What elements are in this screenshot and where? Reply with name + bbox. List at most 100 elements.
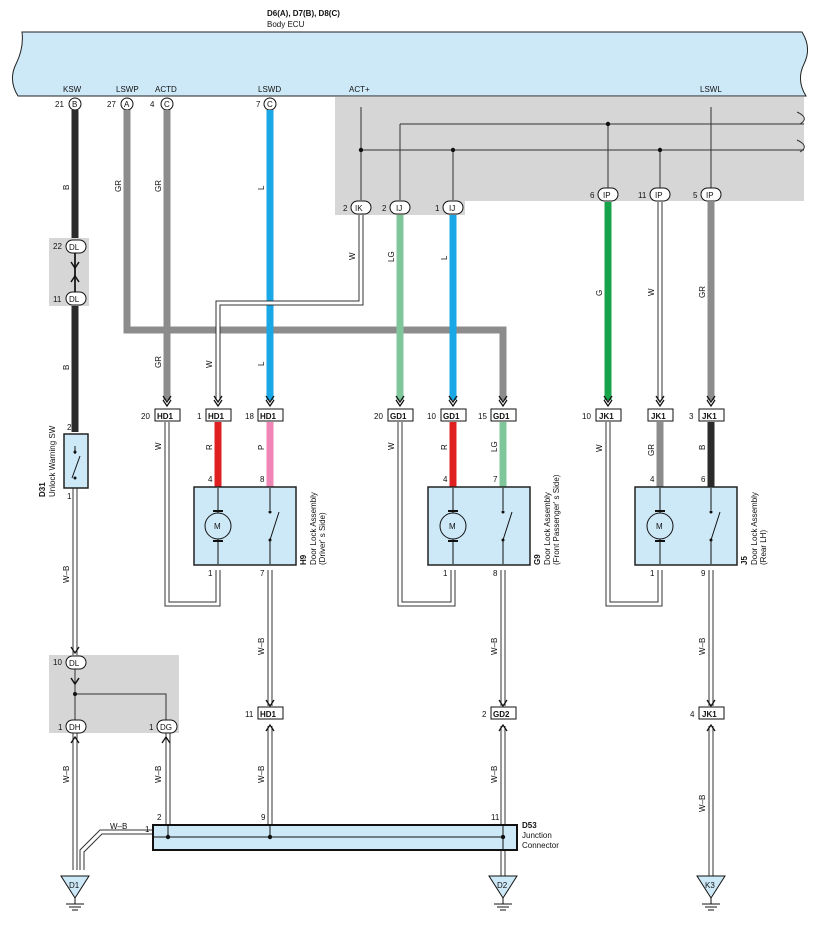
rc-pin-ij1: 1 <box>435 204 440 213</box>
wire-label: W <box>205 360 214 368</box>
d53-name2: Connector <box>522 841 559 850</box>
term-ksw: KSW <box>63 85 82 94</box>
term-lswd: LSWD <box>258 85 281 94</box>
wire-labels: B GR GR L W LG L B W GR L W R P W R LG G… <box>62 180 707 812</box>
rc-pin-ik: 2 <box>343 204 348 213</box>
svg-text:C: C <box>164 100 170 109</box>
d53-name1: Junction <box>522 831 552 840</box>
svg-text:20: 20 <box>141 412 150 421</box>
ecu-conn-c1: C <box>160 97 174 111</box>
svg-text:1: 1 <box>67 492 72 501</box>
wire-label: LG <box>490 441 499 452</box>
svg-text:2: 2 <box>157 813 162 822</box>
jk1-connector-10: 10 JK1 <box>582 408 622 422</box>
rc-pin-ip11: 11 <box>638 191 647 200</box>
svg-text:JK1: JK1 <box>702 710 717 719</box>
wire-label: W <box>595 444 604 452</box>
junction-dot <box>450 147 456 153</box>
wire-label: B <box>698 445 707 450</box>
pin-lswd: 7 <box>256 100 261 109</box>
svg-text:4: 4 <box>208 475 213 484</box>
svg-text:D2: D2 <box>497 881 508 890</box>
svg-text:1: 1 <box>208 569 213 578</box>
rc-pin-ij2: 2 <box>382 204 387 213</box>
svg-text:HD1: HD1 <box>260 412 277 421</box>
wire-label: B <box>62 365 71 370</box>
wire-ik-w-outline <box>215 215 364 400</box>
svg-text:GD1: GD1 <box>493 412 510 421</box>
wire-label: W–B <box>490 638 499 655</box>
svg-text:4: 4 <box>690 710 695 719</box>
ecu-name: Body ECU <box>267 20 305 29</box>
wire-label: GR <box>647 444 656 456</box>
svg-text:15: 15 <box>478 412 487 421</box>
door-lock-g9: M 4 7 1 8 G9 Door Lock Assembly (Front P… <box>427 474 561 578</box>
svg-text:11: 11 <box>245 710 254 719</box>
svg-text:M: M <box>214 522 221 531</box>
pin-lswp: 27 <box>107 100 116 109</box>
svg-text:10: 10 <box>427 412 436 421</box>
svg-text:DG: DG <box>160 723 172 732</box>
term-lswp: LSWP <box>116 85 139 94</box>
term-actp: ACT+ <box>349 85 370 94</box>
d53-id: D53 <box>522 821 537 830</box>
break-mark <box>796 139 805 153</box>
ecu-conn-c2: C <box>263 97 277 111</box>
svg-text:DL: DL <box>69 243 80 252</box>
svg-text:IK: IK <box>355 204 363 213</box>
junction-dot <box>358 147 364 153</box>
svg-text:7: 7 <box>493 475 498 484</box>
svg-text:11: 11 <box>491 813 500 822</box>
wire-label: W–B <box>698 795 707 812</box>
wire-label: W–B <box>257 766 266 783</box>
break-mark <box>796 111 805 125</box>
ecu-conn-b: B <box>68 97 82 111</box>
svg-text:IJ: IJ <box>396 204 402 213</box>
wire-label: P <box>257 445 266 450</box>
svg-text:JK1: JK1 <box>651 412 666 421</box>
svg-text:3: 3 <box>689 412 694 421</box>
wire-lswp-gr <box>123 110 507 400</box>
svg-text:1: 1 <box>58 723 63 732</box>
svg-text:10: 10 <box>53 658 62 667</box>
j5-id: J5 <box>740 556 749 565</box>
pin-actd: 4 <box>150 100 155 109</box>
wire-label: GR <box>698 286 707 298</box>
svg-text:1: 1 <box>650 569 655 578</box>
svg-text:DL: DL <box>69 659 80 668</box>
svg-text:JK1: JK1 <box>599 412 614 421</box>
svg-text:1: 1 <box>443 569 448 578</box>
svg-text:W–B: W–B <box>110 822 127 831</box>
h9-id: H9 <box>299 554 308 565</box>
svg-text:GD1: GD1 <box>443 412 460 421</box>
wire-label: W–B <box>490 766 499 783</box>
svg-text:IP: IP <box>706 191 714 200</box>
svg-text:M: M <box>656 522 663 531</box>
wire-label: W–B <box>62 566 71 583</box>
wire-label: B <box>62 185 71 190</box>
jk1-connector-4: 4 JK1 <box>690 706 725 720</box>
gd1-connector-10: 10 GD1 <box>427 408 467 422</box>
relay-connector-ip6: IP <box>597 187 619 202</box>
relay-connector-ik: IK <box>350 200 372 215</box>
wire-g9-w <box>398 422 455 606</box>
svg-text:2: 2 <box>67 423 72 432</box>
svg-text:HD1: HD1 <box>260 710 277 719</box>
junction-dot <box>605 121 611 127</box>
svg-text:IP: IP <box>603 191 611 200</box>
svg-text:10: 10 <box>582 412 591 421</box>
j5-sub: (Rear LH) <box>759 530 768 565</box>
dg-connector-1: 1 DG <box>149 719 178 734</box>
relay-area <box>335 97 804 201</box>
ground-k3: K3 <box>696 875 726 911</box>
svg-text:IJ: IJ <box>449 204 455 213</box>
h9-sub: (Driver' s Side) <box>318 512 327 565</box>
svg-text:2: 2 <box>482 710 487 719</box>
wire-label: L <box>257 361 266 366</box>
dl-connector-11: 11 DL <box>53 291 87 306</box>
relay-connector-ij2: IJ <box>389 200 411 215</box>
